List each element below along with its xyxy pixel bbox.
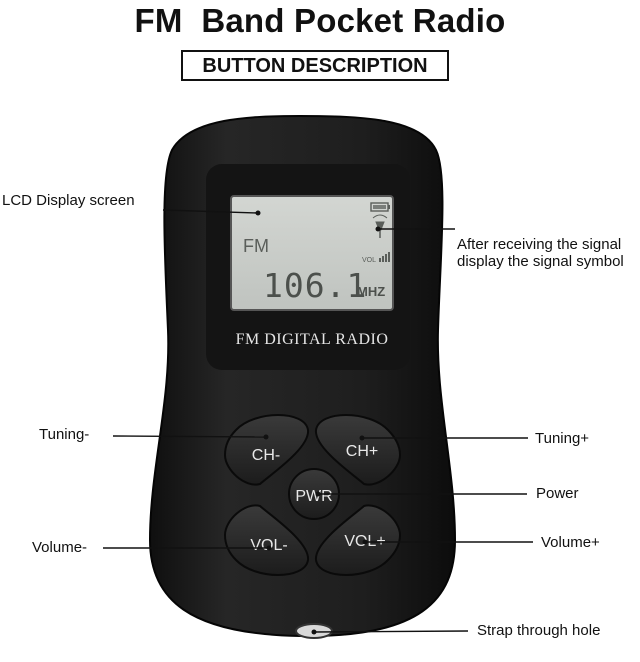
- callout-signal-label-line2: display the signal symbol: [457, 253, 624, 270]
- page-title: FM Band Pocket Radio: [134, 2, 506, 39]
- brand-text: FM DIGITAL RADIO: [236, 331, 389, 348]
- lcd-vol-text: VOL: [362, 257, 376, 264]
- callout-lcd-label: LCD Display screen: [2, 192, 135, 209]
- pwr-button[interactable]: PWR: [288, 468, 340, 520]
- vol-plus-button[interactable]: VOL+: [314, 504, 402, 576]
- ch-minus-button[interactable]: CH-: [223, 414, 310, 486]
- callout-signal-label-line1: After receiving the signal: [457, 236, 622, 253]
- subtitle-box: BUTTON DESCRIPTION: [181, 50, 449, 81]
- ch-minus-label: CH-: [252, 447, 280, 464]
- callout-lines: [103, 209, 533, 633]
- callout-volume-minus-label: Volume-: [32, 539, 88, 556]
- callout-volume-plus-label: Volume+: [541, 534, 600, 551]
- lcd-unit-text: MHZ: [357, 284, 385, 299]
- volume-bars-icon: [379, 252, 390, 262]
- callout-dots: [255, 210, 381, 635]
- ch-plus-button[interactable]: CH+: [314, 414, 402, 486]
- callout-power-label: Power: [536, 485, 579, 502]
- battery-icon: [370, 202, 390, 212]
- callout-tuning-minus-label: Tuning-: [39, 426, 90, 443]
- callout-strap-label: Strap through hole: [477, 622, 601, 639]
- pwr-label: PWR: [295, 488, 332, 505]
- callout-tuning-plus-label: Tuning+: [535, 430, 590, 447]
- ch-plus-label: CH+: [346, 443, 378, 460]
- lcd-screen: [230, 195, 394, 311]
- lcd-band-text: FM: [243, 236, 269, 256]
- lcd-frequency-text: 106.1: [263, 266, 367, 305]
